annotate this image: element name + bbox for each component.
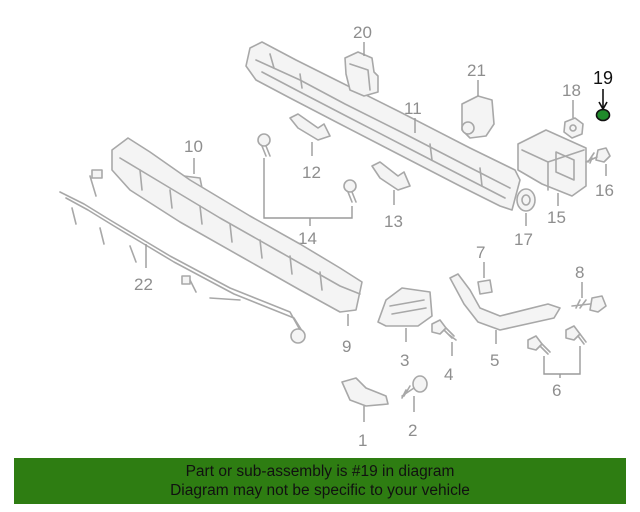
part-11-reinforcement-beam[interactable] [245,41,521,211]
callout-15: 15 [547,208,566,227]
part-12-bracket[interactable] [289,113,331,141]
callout-6: 6 [552,381,561,400]
banner-line-1: Part or sub-assembly is #19 in diagram [185,463,455,480]
parts-diagram: 11 20 21 18 19 15 16 1 [59,23,614,450]
info-banner: Part or sub-assembly is #19 in diagram D… [14,458,626,504]
callout-20: 20 [353,23,372,42]
callout-4: 4 [444,365,453,384]
callout-10: 10 [184,137,203,156]
part-3-bracket[interactable] [377,287,433,327]
part-13-bracket[interactable] [371,161,411,191]
callout-19: 19 [593,68,613,88]
part-18-nut[interactable] [563,117,584,139]
callout-3: 3 [400,351,409,370]
part-5-side-retainer[interactable] [449,273,561,331]
callout-7: 7 [476,243,485,262]
callout-1: 1 [358,431,367,450]
callout-9: 9 [342,337,351,356]
part-21-sensor[interactable] [461,95,495,139]
part-6-bolts[interactable] [527,325,587,355]
part-4-bolt[interactable] [431,319,457,341]
part-2-bolt[interactable] [401,375,428,399]
part-14-clips[interactable] [257,133,357,203]
part-20-bracket[interactable] [344,51,379,97]
part-17-washer[interactable] [516,188,536,212]
callout-18: 18 [562,81,581,100]
part-16-bolt[interactable] [585,147,611,164]
callout-5: 5 [490,351,499,370]
callout-13: 13 [384,212,403,231]
callout-21: 21 [467,61,486,80]
callout-16: 16 [595,181,614,200]
part-7-clip[interactable] [477,279,493,295]
callout-2: 2 [408,421,417,440]
callout-8: 8 [575,263,584,282]
part-1-bracket[interactable] [341,377,389,407]
callout-12: 12 [302,163,321,182]
part-8-bolt[interactable] [571,295,607,313]
callout-22: 22 [134,275,153,294]
callout-14: 14 [298,229,317,248]
part-22-wire-harness[interactable] [59,169,306,344]
part-19-clip[interactable] [595,108,611,122]
callout-17: 17 [514,230,533,249]
part-15-bumper-bracket[interactable] [517,129,587,197]
banner-line-2: Diagram may not be specific to your vehi… [170,482,470,499]
callout-11: 11 [404,99,422,118]
part-9-energy-absorber[interactable] [111,137,363,313]
